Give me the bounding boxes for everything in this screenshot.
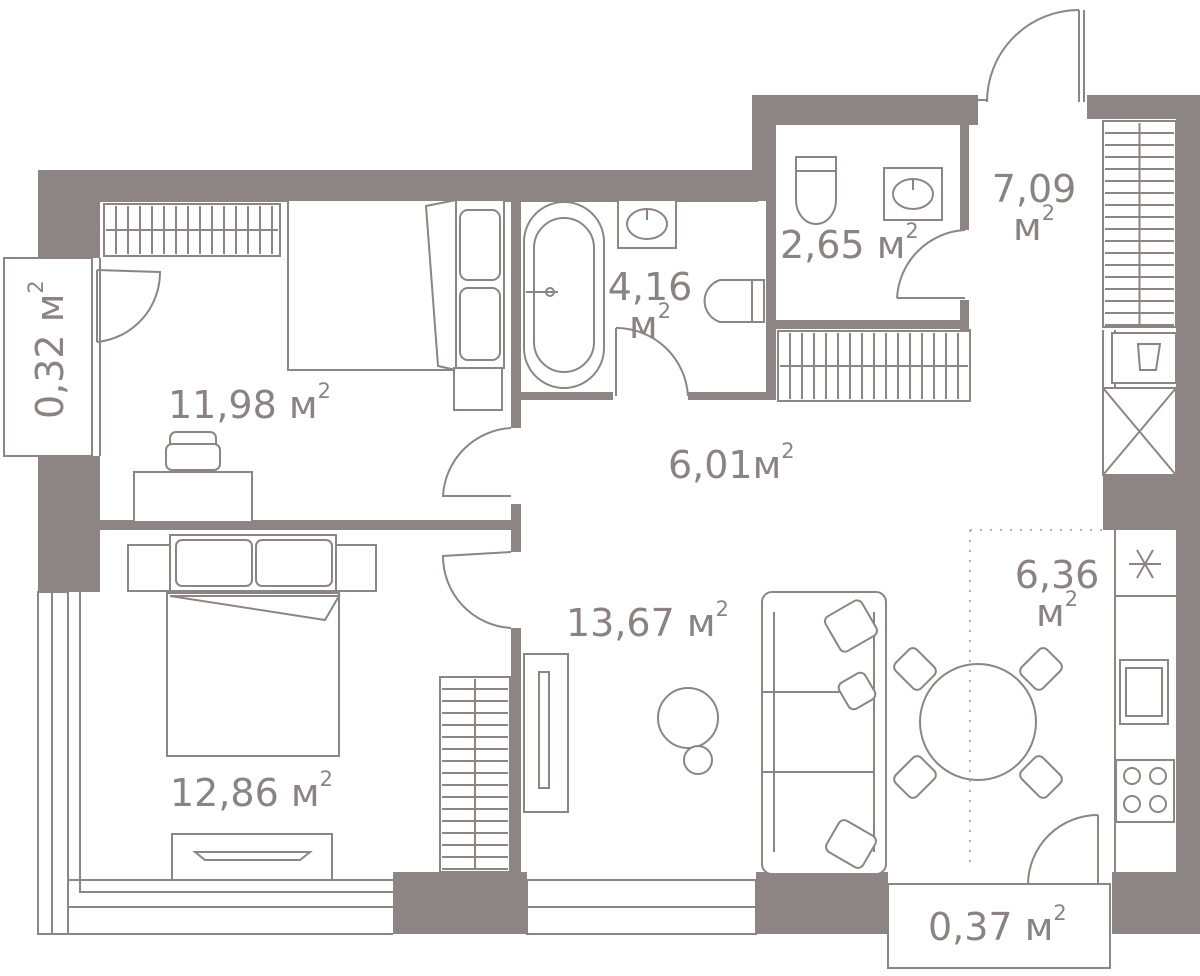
kitchen-zone-boundary	[969, 529, 1103, 870]
kitchen-counter	[1102, 330, 1177, 875]
radiator-top-left	[103, 203, 281, 257]
bed-bottom	[127, 534, 377, 757]
bed-top	[287, 198, 505, 411]
area-label-bedroom-top: 11,98 м2	[168, 378, 331, 427]
door-entrance	[978, 9, 1085, 103]
area-label-bedroom-bottom: 12,86 м2	[170, 766, 333, 815]
walls	[38, 95, 1200, 934]
radiator-bedroom	[439, 676, 511, 873]
door-balcony-bottom	[1027, 814, 1099, 885]
desk-with-chair	[133, 431, 253, 523]
tv-stand-bedroom	[171, 833, 333, 881]
area-label-living: 13,67 м2	[566, 596, 729, 645]
snowflake-icon	[1129, 549, 1161, 579]
area-label-balcony-left: 0,32 м2	[23, 280, 72, 419]
bathtub	[523, 201, 605, 389]
wc-toilet	[795, 156, 837, 225]
area-label-corridor: 6,01м2	[668, 438, 795, 487]
door-bathroom	[615, 326, 689, 397]
balcony-left	[3, 257, 93, 457]
radiator-right	[1102, 120, 1177, 328]
dining-table	[893, 647, 1063, 799]
balcony-bottom	[887, 883, 1111, 969]
door-balcony-left	[96, 269, 162, 343]
bathroom-sink	[617, 199, 677, 249]
area-label-wc: 2,65 м2	[780, 218, 919, 267]
wc-sink	[883, 167, 943, 221]
door-bedroom-top	[441, 427, 512, 497]
door-bedroom-bottom	[441, 551, 512, 629]
area-label-balcony-bottom: 0,37 м2	[928, 900, 1067, 949]
tv-console-living	[523, 653, 569, 813]
sofa	[761, 591, 887, 875]
round-table	[657, 687, 719, 775]
door-wc	[896, 229, 966, 299]
radiator-hall	[777, 330, 971, 402]
bathroom-toilet	[703, 279, 765, 323]
